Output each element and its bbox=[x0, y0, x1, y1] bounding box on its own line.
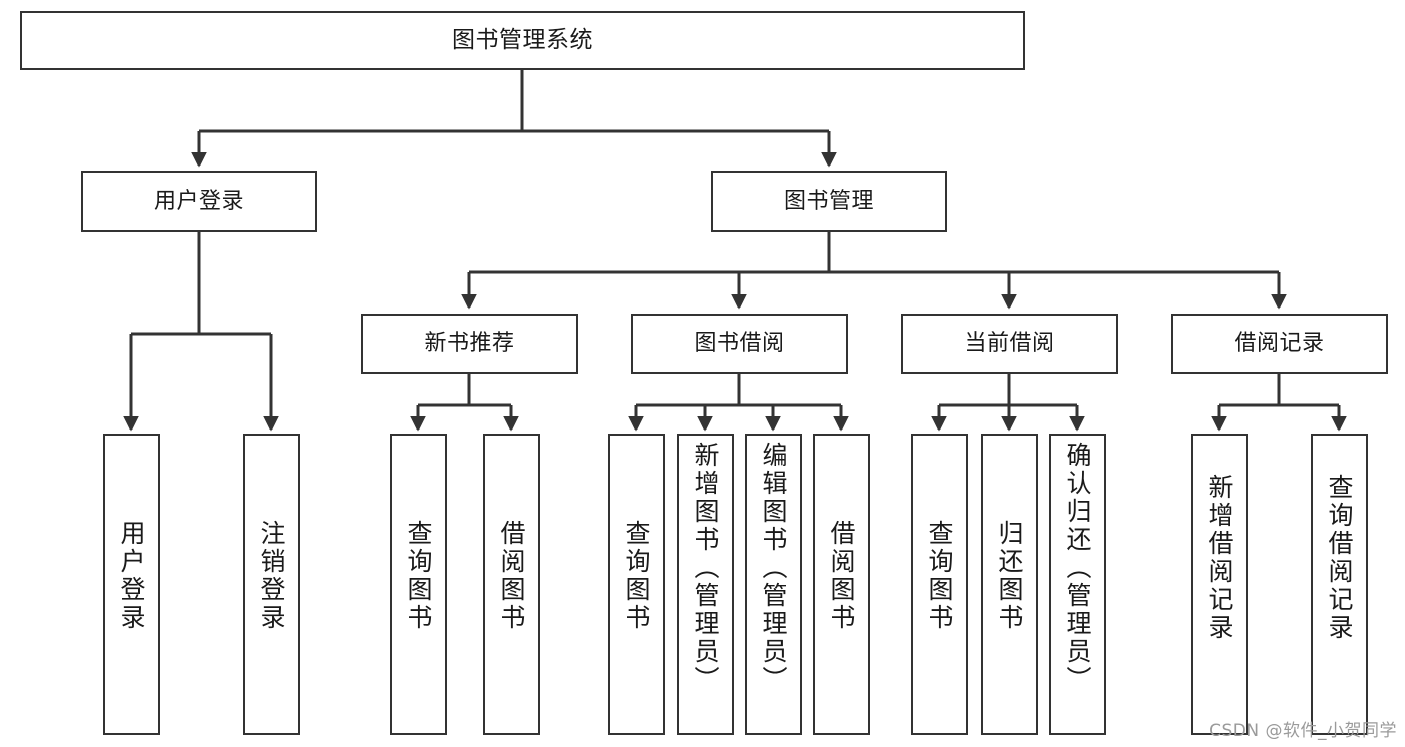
node-label: 查询借阅记录 bbox=[1325, 474, 1354, 642]
node-label: 图书管理 bbox=[783, 188, 874, 214]
node-label: 查询图书 bbox=[404, 520, 433, 632]
leaf-borrow-record-query-record[interactable]: 查询借阅记录 bbox=[1311, 434, 1368, 735]
leaf-user-login-signout[interactable]: 注销登录 bbox=[243, 434, 300, 735]
node-label: 编辑图书（管理员） bbox=[759, 442, 788, 694]
node-label: 注销登录 bbox=[257, 520, 286, 632]
leaf-user-login-signin[interactable]: 用户登录 bbox=[103, 434, 160, 735]
leaf-current-borrow-query-book[interactable]: 查询图书 bbox=[911, 434, 968, 735]
leaf-book-borrow-query-book[interactable]: 查询图书 bbox=[608, 434, 665, 735]
node-label: 用户登录 bbox=[153, 188, 244, 214]
leaf-book-borrow-add-book-admin[interactable]: 新增图书（管理员） bbox=[677, 434, 734, 735]
node-label: 图书管理系统 bbox=[452, 26, 593, 53]
leaf-book-borrow-edit-book-admin[interactable]: 编辑图书（管理员） bbox=[745, 434, 802, 735]
leaf-book-borrow-borrow-book[interactable]: 借阅图书 bbox=[813, 434, 870, 735]
node-label: 新增借阅记录 bbox=[1205, 474, 1234, 642]
leaf-borrow-record-add-record[interactable]: 新增借阅记录 bbox=[1191, 434, 1248, 735]
node-label: 借阅图书 bbox=[827, 520, 856, 632]
node-borrow-record[interactable]: 借阅记录 bbox=[1171, 314, 1388, 374]
node-label: 确认归还（管理员） bbox=[1063, 442, 1092, 694]
node-current-borrow[interactable]: 当前借阅 bbox=[901, 314, 1118, 374]
node-label: 查询图书 bbox=[622, 520, 651, 632]
node-root-library-system[interactable]: 图书管理系统 bbox=[20, 11, 1025, 70]
node-label: 归还图书 bbox=[995, 520, 1024, 632]
node-new-book-recommend[interactable]: 新书推荐 bbox=[361, 314, 578, 374]
node-label: 用户登录 bbox=[117, 520, 146, 632]
node-label: 图书借阅 bbox=[694, 331, 785, 357]
node-label: 当前借阅 bbox=[964, 331, 1055, 357]
csdn-watermark: CSDN @软件_小贺同学 bbox=[1209, 721, 1397, 741]
node-book-management[interactable]: 图书管理 bbox=[711, 171, 947, 232]
node-user-login[interactable]: 用户登录 bbox=[81, 171, 317, 232]
leaf-current-borrow-return-book[interactable]: 归还图书 bbox=[981, 434, 1038, 735]
node-label: 新增图书（管理员） bbox=[691, 442, 720, 694]
leaf-new-book-borrow-book[interactable]: 借阅图书 bbox=[483, 434, 540, 735]
node-book-borrow[interactable]: 图书借阅 bbox=[631, 314, 848, 374]
node-label: 借阅图书 bbox=[497, 520, 526, 632]
node-label: 新书推荐 bbox=[424, 331, 515, 357]
node-label: 借阅记录 bbox=[1234, 331, 1325, 357]
leaf-new-book-query-book[interactable]: 查询图书 bbox=[390, 434, 447, 735]
leaf-current-borrow-confirm-return-admin[interactable]: 确认归还（管理员） bbox=[1049, 434, 1106, 735]
node-label: 查询图书 bbox=[925, 520, 954, 632]
